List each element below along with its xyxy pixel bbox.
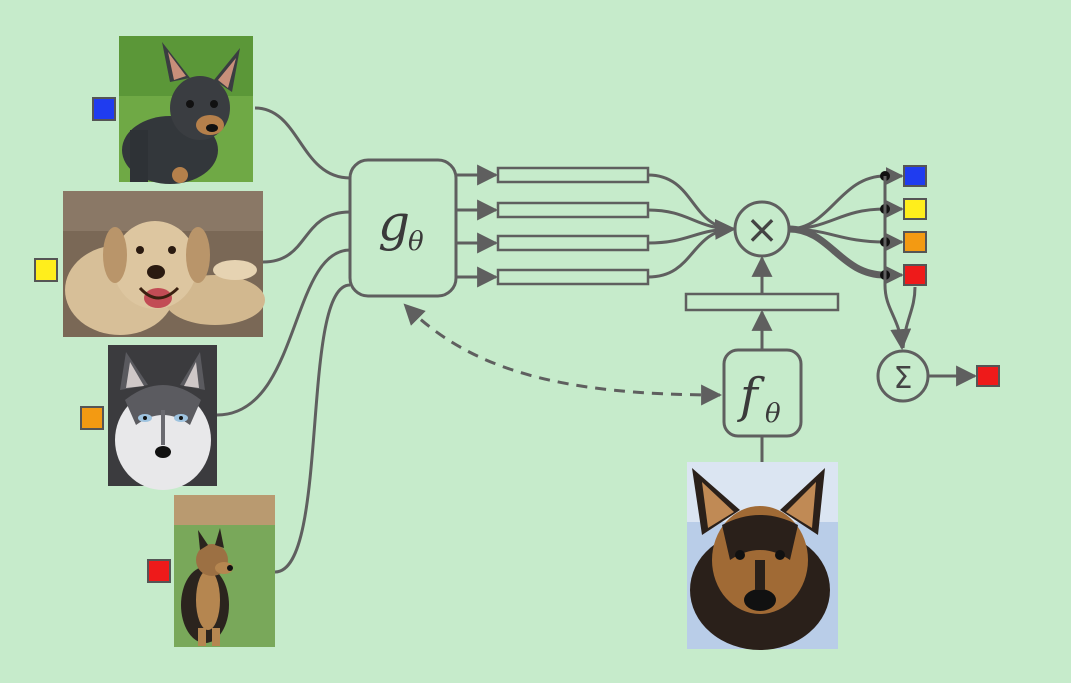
support-embedding-3 (496, 234, 650, 252)
output-label-yellow (903, 198, 927, 220)
support-label-yellow (34, 258, 58, 282)
support-to-g-connections (216, 106, 351, 574)
support-embedding-2 (496, 201, 650, 219)
query-embedding (684, 292, 840, 312)
shared-weights-dashed-arrow (403, 303, 723, 406)
g-output-arrows (456, 164, 499, 288)
multiply-node: × (733, 200, 791, 258)
support-embedding-1 (496, 166, 650, 184)
support-label-red (147, 559, 171, 583)
support-embeddings (496, 166, 650, 286)
support-image-husky (108, 345, 217, 490)
output-label-orange (903, 231, 927, 253)
support-embedding-4 (496, 268, 650, 286)
support-image-german-shepherd-sitting (174, 495, 275, 647)
support-label-orange (80, 406, 104, 430)
f-theta-module: f θ (722, 348, 803, 438)
embedding-to-multiply-connections (647, 173, 737, 279)
support-image-labrador (63, 191, 265, 337)
g-symbol: g (378, 194, 410, 252)
sum-node: Σ (876, 349, 930, 403)
sum-input-connections (883, 176, 917, 351)
output-label-red (903, 264, 927, 286)
f-subscript: θ (765, 399, 781, 429)
multiply-symbol: × (745, 207, 779, 253)
multiply-output-connections (788, 174, 886, 279)
g-subscript: θ (408, 227, 424, 257)
predicted-label-red (976, 365, 1000, 387)
support-label-blue (92, 97, 116, 121)
support-image-chihuahua (119, 36, 253, 184)
g-theta-module: g θ (348, 158, 458, 298)
query-image-german-shepherd (687, 462, 838, 650)
output-taps (880, 167, 904, 284)
sum-symbol: Σ (894, 361, 913, 396)
output-label-blue (903, 165, 927, 187)
